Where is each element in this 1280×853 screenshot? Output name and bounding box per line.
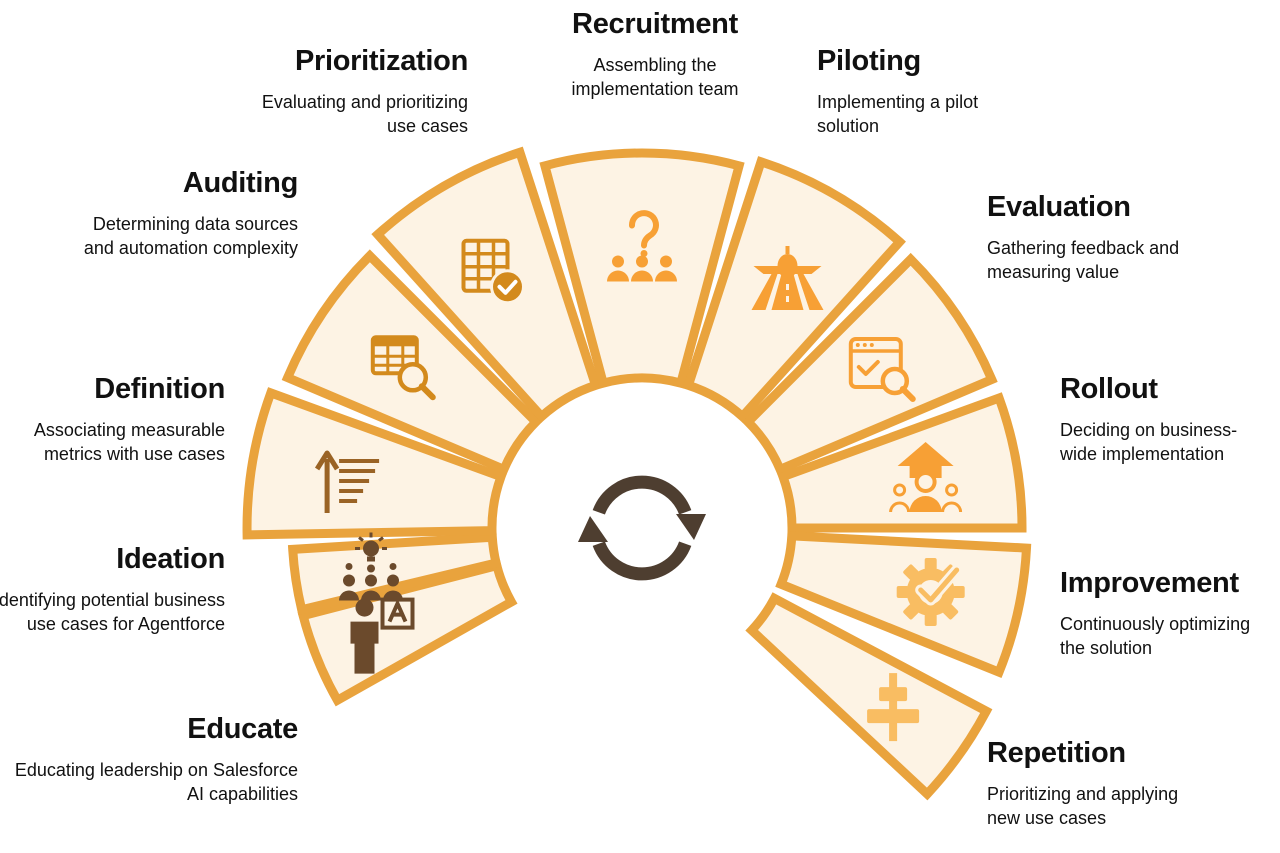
- arrow-list-icon: [314, 450, 380, 513]
- stage-description: Evaluating and prioritizing use cases: [261, 92, 468, 136]
- stage-title: Ideation: [116, 543, 225, 575]
- segment-prioritization: [371, 146, 602, 423]
- stage-title: Definition: [94, 373, 225, 405]
- stage-title: Prioritization: [294, 45, 468, 77]
- gear-check-icon: [896, 558, 965, 626]
- segment-definition: [242, 387, 507, 540]
- stage-title: Recruitment: [572, 8, 738, 40]
- segment-repetition: [745, 592, 993, 801]
- stage-title: Improvement: [1060, 567, 1239, 599]
- stage-title: Auditing: [182, 167, 298, 199]
- airplane-runway-icon: [751, 246, 824, 310]
- stage-description: Implementing a pilot solution: [817, 92, 979, 136]
- stage-description: Determining data sources and automation …: [83, 214, 298, 258]
- stage-title: Rollout: [1060, 373, 1158, 405]
- stage-description: Deciding on business-wide implementation: [1060, 420, 1238, 464]
- lightbulb-team-icon: [339, 532, 403, 601]
- person-up-arrow-icon: [889, 442, 963, 513]
- segment-ideation: [287, 532, 502, 616]
- segment-recruitment: [539, 148, 745, 389]
- stage-title: Piloting: [817, 45, 921, 77]
- stage-description: Educating leadership on Salesforce AI ca…: [14, 760, 298, 804]
- stage-description: Gathering feedback and measuring value: [987, 238, 1180, 282]
- grid-check-icon: [461, 238, 525, 305]
- align-center-icon: [867, 673, 920, 742]
- stage-description: Prioritizing and applying new use cases: [987, 784, 1179, 828]
- stage-title: Evaluation: [987, 191, 1131, 223]
- stage-title: Repetition: [987, 737, 1126, 769]
- window-check-icon: [848, 337, 916, 402]
- table-search-icon: [370, 335, 436, 401]
- stage-description: Associating measurable metrics with use …: [33, 420, 225, 464]
- stage-description: Assembling the implementation team: [571, 55, 739, 99]
- stage-title: Educate: [187, 713, 298, 745]
- segment-improvement: [775, 531, 1032, 679]
- stage-description: Continuously optimizing the solution: [1060, 614, 1251, 658]
- segment-evaluation: [741, 252, 998, 476]
- team-question-icon: [607, 210, 677, 282]
- stage-description: Identifying potential business use cases…: [0, 590, 225, 634]
- refresh-cycle-icon: [578, 475, 706, 581]
